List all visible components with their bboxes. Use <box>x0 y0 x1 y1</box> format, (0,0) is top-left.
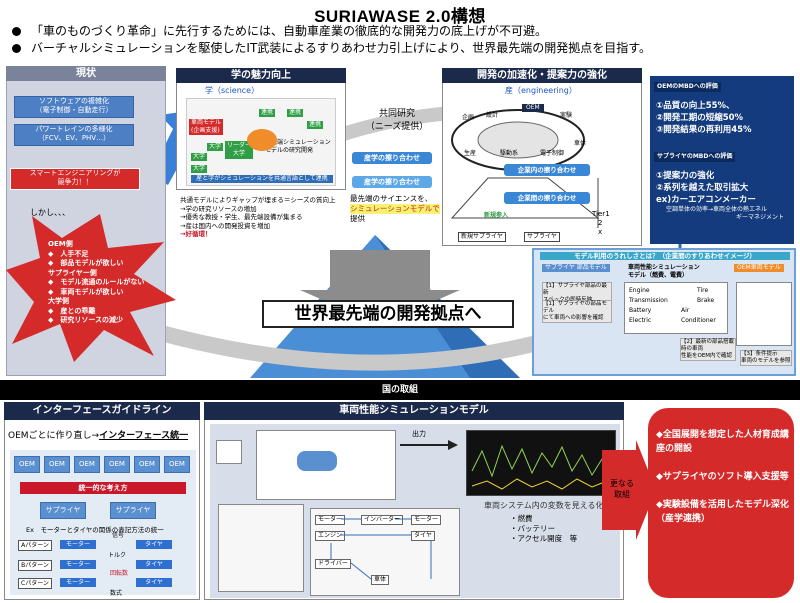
status-header: 現状 <box>6 66 166 81</box>
dev-tiers: Tier1 2 x <box>592 210 610 236</box>
status-but: しかし、、、 <box>30 208 70 217</box>
further-items: ◆全国展開を想定した人材育成講座の開設 ◆サプライヤのソフト導入支援等 ◆実験設… <box>656 430 789 524</box>
model-usage-header: モデル利用のうれしさとは？（企業間のすりあわせイメージ） <box>540 252 790 260</box>
science-provision: 最先端のサイエンスを、 シミュレーションモデルで 提供 <box>350 194 440 223</box>
mbd-supplier-header: サプライヤのMBDへの評価 <box>654 152 736 162</box>
dev-oem: OEM <box>522 104 544 112</box>
development-panel <box>442 68 642 246</box>
dev-new-supplier: 新規サプライヤ <box>458 232 506 242</box>
bullet-1: 「車のものづくり革命」に先行するためには、自動車産業の徹底的な開発力の底上げが不… <box>12 23 547 39</box>
vehicle-variables: ・燃費 ・バッテリー ・アクセル開度 等 <box>510 514 578 543</box>
interface-header: インターフェースガイドライン <box>4 402 200 420</box>
interface-statement: OEMごとに作り直し→インターフェース統一 <box>8 431 189 441</box>
model-oem-diagram <box>736 282 792 346</box>
interface-unified: 統一的な考え方 <box>20 482 186 494</box>
development-sub: 産（engineering） <box>505 86 577 95</box>
academia-orange-arrow-icon <box>247 129 277 151</box>
academia-sub: 学（science） <box>205 86 260 95</box>
status-item-powertrain: パワートレインの多様化 （FCV、EV、PHV…） <box>14 124 134 146</box>
in-company-button[interactable]: 企業内の擦り合わせ <box>504 164 590 176</box>
car-icon <box>297 451 337 471</box>
vehicle-block-diagram: モーター エンジン インバーター モーター タイヤ ドライバー 車体 <box>310 508 460 596</box>
center-message: 世界最先端の開発拠点へ <box>262 300 514 328</box>
bullet-dot-icon <box>12 44 21 53</box>
block-wires <box>330 518 432 580</box>
industry-academia-button-1[interactable]: 産学の擦り合わせ <box>352 152 432 164</box>
status-item-software: ソフトウェアの複雑化 （電子制御・自動走行） <box>14 96 134 118</box>
vehicle-screen <box>256 430 396 500</box>
national-efforts-bar: 国の取組 <box>0 380 800 400</box>
mbd-supplier-items: ①提案力の強化 ②系列を越えた取引拡大 ex)カーエアコンメーカー 空調単体の効… <box>656 171 785 221</box>
vehicle-output-graph <box>466 430 616 496</box>
model-vehicle-sub: 車両性能シミュレーション モデル（燃費、電費） <box>628 264 700 279</box>
dev-new-entry: 新規参入 <box>484 212 509 219</box>
joint-research: 共同研究 （ニーズ提供） <box>365 109 429 132</box>
interface-example: Ex モーターとタイヤの関係の表記方法の統一 <box>26 526 164 534</box>
further-panel <box>648 408 794 598</box>
industry-academia-button-2[interactable]: 産学の擦り合わせ <box>352 176 432 188</box>
academia-notes: 共通モデルによりギャップが埋まる＝シーズの質向上 →学の研究リソースの増加 →優… <box>180 196 336 238</box>
driver-chart-icon <box>216 440 242 464</box>
development-header: 開発の加速化・提案力の強化 <box>442 68 642 83</box>
vehicle-header: 車両性能シミュレーションモデル <box>204 402 624 420</box>
bullet-dot-icon <box>12 27 21 36</box>
development-diagram <box>450 109 600 228</box>
bullet-2: バーチャルシミュレーションを駆使したIT武装によるすりあわせ力引上げにより、世界… <box>12 40 651 56</box>
further-arrow <box>602 440 656 540</box>
academia-diagram: 連携 連携 連携 大学 大学 大学 リーダー 大学 車両モデル (企画支援) 最… <box>186 98 336 186</box>
further-label: 更なる 取組 <box>610 479 634 499</box>
status-smart-engineering: スマートエンジニアリングが 競争力！！ <box>10 168 140 190</box>
academia-header: 学の魅力向上 <box>176 68 346 83</box>
mbd-oem-header: OEMのMBDへの評価 <box>654 82 721 92</box>
model-oem-sub: OEM車両モデル <box>734 264 784 272</box>
model-vehicle-diagram: Engine Transmission Battery Electric Air… <box>624 282 728 334</box>
vehicle-visualize: 車両システム内の変数を見える化 <box>484 501 604 510</box>
red-star-burst <box>6 214 176 362</box>
mbd-oem-items: ①品質の向上55%、 ②開発工期の短縮50% ③開発結果の再利用45% <box>656 101 752 135</box>
between-company-button[interactable]: 企業間の擦り合わせ <box>504 192 590 204</box>
page-title: SURIAWASE 2.0構想 <box>314 7 486 26</box>
output-wave-icon <box>471 444 608 490</box>
dev-supplier: サプライヤ <box>524 232 560 242</box>
vehicle-block-left <box>218 504 304 592</box>
status-issues: OEM側 ◆ 人手不足 ◆ 部品モデルが欲しい サプライヤー側 ◆ モデル流通の… <box>48 240 145 324</box>
output-arrow-icon <box>400 440 458 450</box>
model-supplier-sub: サプライヤ 部品モデル <box>542 264 610 272</box>
vehicle-output-label: 出力 <box>412 430 426 438</box>
